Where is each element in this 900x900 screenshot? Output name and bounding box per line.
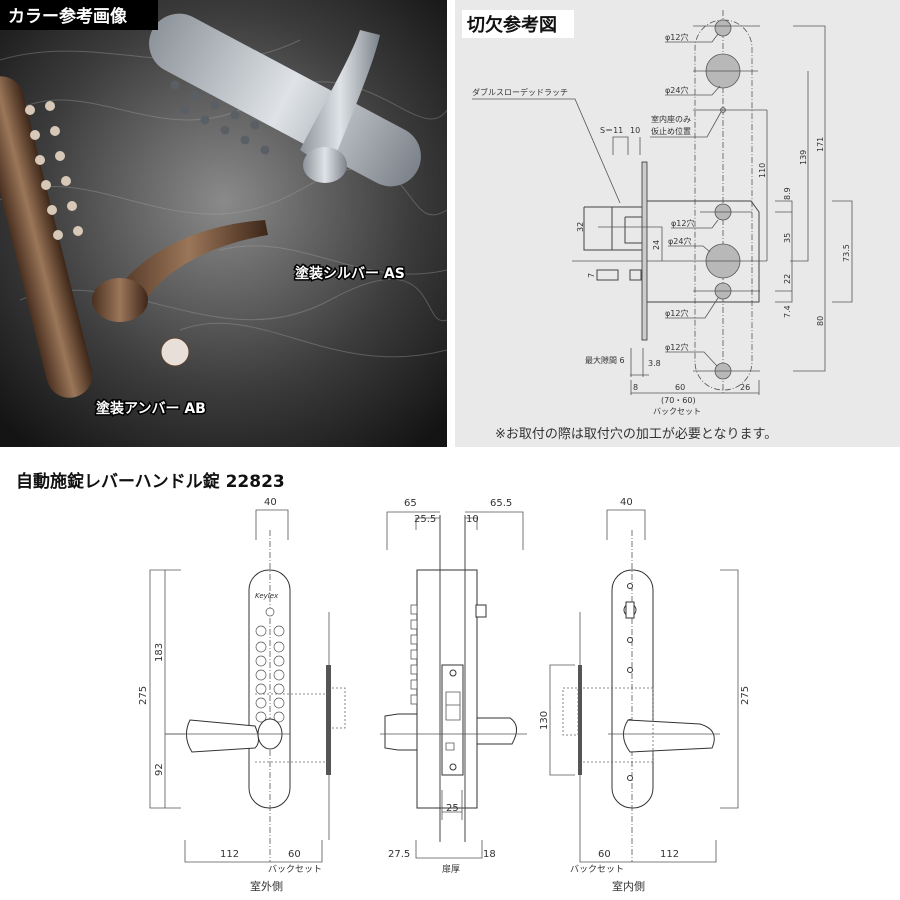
hole-12-a-label: φ12穴: [665, 32, 688, 42]
hole-24-b-label: φ24穴: [668, 236, 691, 246]
cutout-reference-diagram: 切欠参考図: [455, 0, 900, 447]
inside-lever: [623, 719, 715, 753]
dim-110: 110: [758, 163, 767, 178]
dim-60: 60: [675, 383, 685, 392]
dim-3-8: 3.8: [648, 359, 661, 368]
dim-10: 10: [630, 126, 640, 135]
outside-lever-dim: 112: [220, 849, 239, 860]
inside-width-dim: 40: [620, 497, 633, 508]
case-width-dim: 25: [446, 803, 459, 814]
side-bottom-right-dim: 18: [483, 849, 496, 860]
thumbturn-icon: [623, 601, 637, 619]
latch-bolt: [583, 206, 642, 251]
dim-73-5: 73.5: [842, 244, 851, 262]
dim-7-4: 7.4: [783, 305, 792, 318]
door-thickness-label: 扉厚: [442, 863, 460, 875]
cutout-title: 切欠参考図: [467, 14, 557, 36]
dim-80: 80: [816, 316, 825, 326]
dim-24: 24: [652, 240, 661, 250]
temp-stop-label-2: 仮止め位置: [651, 126, 691, 136]
side-lever-inside: [476, 717, 517, 745]
side-inner-right-dim: 10: [466, 514, 479, 525]
photo-title-bg: [0, 0, 158, 30]
lock-body-outline: [647, 200, 760, 303]
backset-options: (70・60): [661, 396, 696, 405]
amber-lock-image: [0, 76, 268, 398]
silver-lock-image: [149, 13, 421, 187]
silver-label: 塗装シルバー AS: [295, 265, 405, 282]
dim-26: 26: [740, 383, 750, 392]
inside-lever-dim: 112: [660, 849, 679, 860]
hole-12-top: [714, 19, 732, 37]
spindle: [475, 604, 487, 618]
side-bottom-left-dim: 27.5: [388, 849, 410, 860]
dim-7: 7: [587, 273, 596, 278]
hole-24-a-label: φ24穴: [665, 85, 688, 95]
dim-8-9: 8.9: [783, 187, 792, 200]
drawing-title: 自動施錠レバーハンドル錠 22823: [16, 471, 285, 492]
outside-upper-dim: 183: [154, 643, 165, 662]
side-right-dim: 65.5: [490, 498, 512, 509]
max-gap-label: 最大隙間 6: [585, 355, 625, 365]
dim-139: 139: [799, 150, 808, 165]
inside-plate-dim: 130: [539, 711, 550, 730]
hole-12-d-label: φ12穴: [665, 342, 688, 352]
hole-12-c-label: φ12穴: [665, 308, 688, 318]
faceplate: [641, 161, 648, 341]
outside-lever: [186, 719, 259, 753]
dim-8: 8: [633, 383, 638, 392]
inside-backset-dim: 60: [598, 849, 611, 860]
amber-label: 塗装アンバー AB: [96, 400, 206, 417]
color-reference-photo: カラー参考画像 塗装シルバー AS 塗装アンバー AB: [0, 0, 448, 447]
photo-title: カラー参考画像: [8, 6, 128, 27]
outside-backset-dim: 60: [288, 849, 301, 860]
strike-detail: [596, 269, 642, 281]
side-lever-outside: [384, 713, 418, 751]
outside-view: Keylex 40 275 183 92 112 60 バックセット 室外側: [138, 497, 346, 893]
outside-width-dim: 40: [264, 497, 277, 508]
outside-lower-dim: 92: [154, 763, 165, 776]
inside-view: 40 275 130 60 112 バックセット 室内側: [539, 497, 751, 893]
outside-side-label: 室外側: [250, 879, 283, 893]
latch-label: ダブルスローデッドラッチ: [472, 87, 568, 97]
brand-logo: Keylex: [255, 592, 279, 600]
dim-171: 171: [816, 137, 825, 152]
side-keypad: [410, 604, 418, 705]
inside-height-dim: 275: [740, 686, 751, 705]
inside-side-label: 室内側: [612, 879, 645, 893]
side-left-dim: 65: [404, 498, 417, 509]
dim-32: 32: [576, 222, 585, 232]
cutout-background: [455, 0, 900, 447]
side-view: 65 65.5 25.5 10 25 27.5 扉厚 18: [380, 498, 527, 875]
temp-stop-label-1: 室内座のみ: [651, 114, 691, 124]
outside-height-dim: 275: [138, 686, 149, 705]
keypad-buttons: [255, 607, 285, 723]
hole-12-b-label: φ12穴: [671, 218, 694, 228]
outside-door-plate: [326, 665, 331, 775]
dim-35: 35: [783, 233, 792, 243]
installation-note: ※お取付の際は取付穴の加工が必要となります。: [495, 427, 777, 442]
side-inner-left-dim: 25.5: [414, 514, 436, 525]
inside-backset-label: バックセット: [570, 864, 624, 875]
backset-label: バックセット: [653, 407, 701, 416]
outside-backset-label: バックセット: [268, 864, 322, 875]
s-label: S＝11: [600, 126, 623, 135]
dimension-lines: [630, 25, 853, 395]
dim-22: 22: [783, 274, 792, 284]
